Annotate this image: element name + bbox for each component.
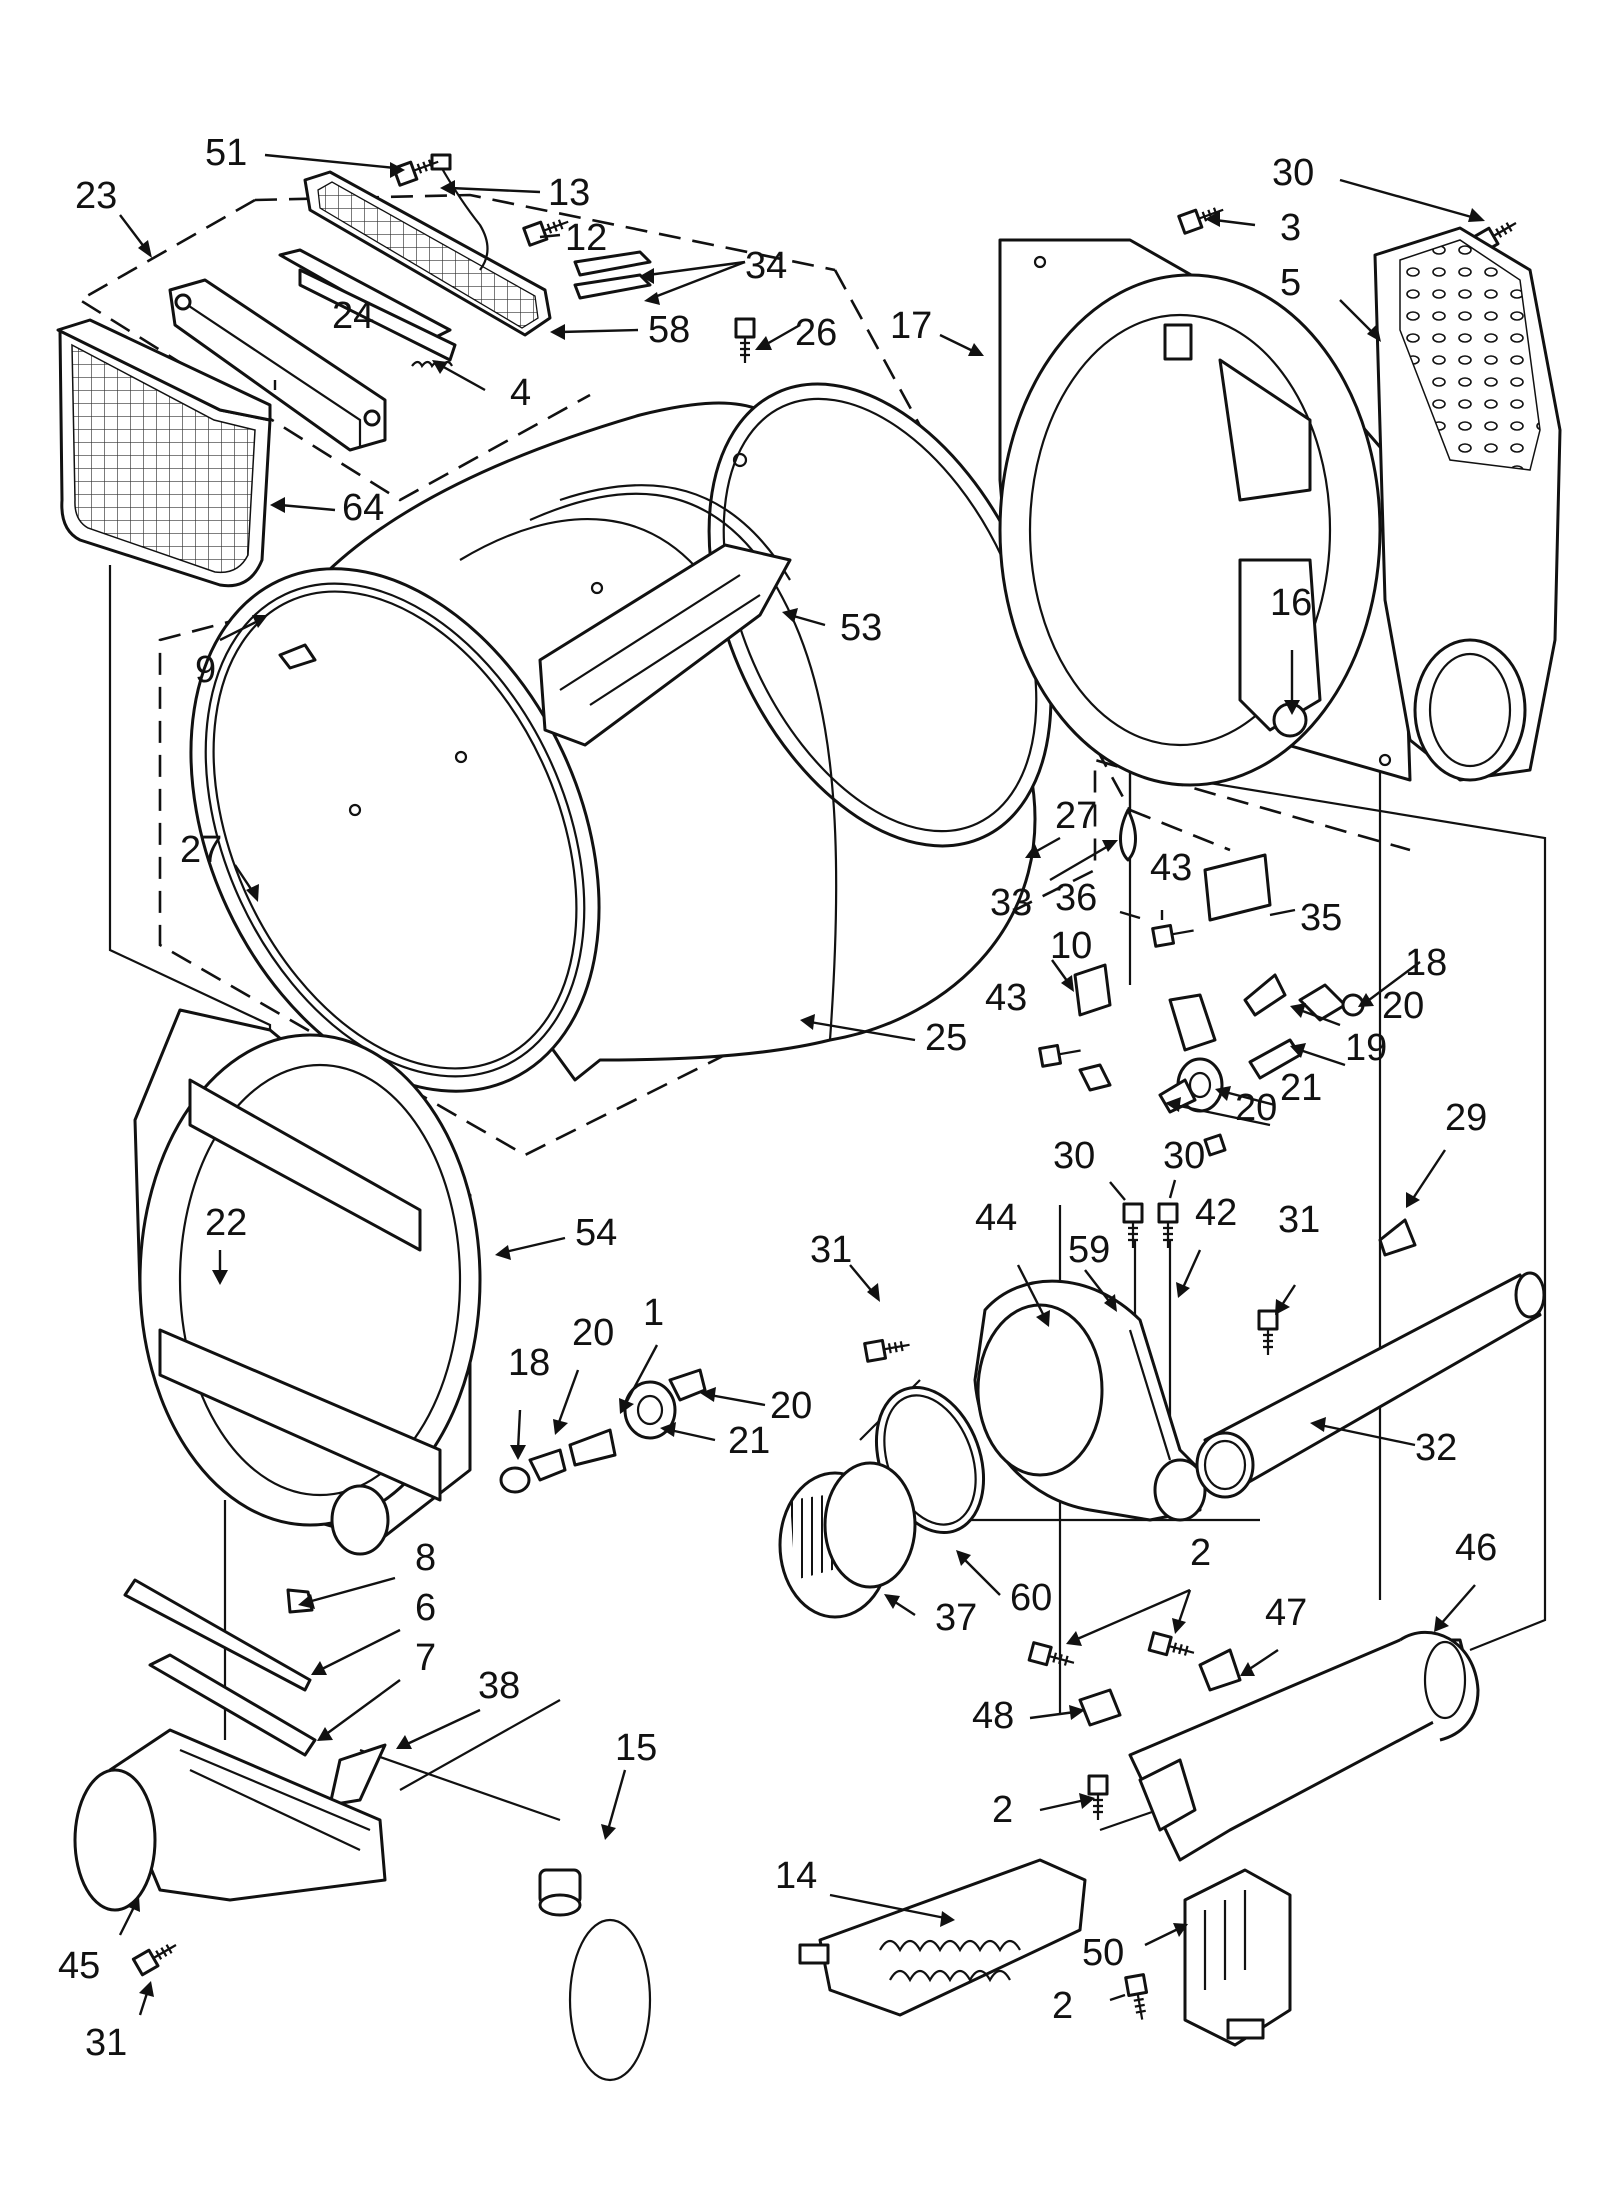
callout-20-front-right: 20 bbox=[770, 1385, 812, 1427]
callout-2-top: 2 bbox=[1190, 1532, 1211, 1574]
callout-30-top: 30 bbox=[1272, 152, 1314, 194]
callout-42: 42 bbox=[1195, 1192, 1237, 1234]
callout-16: 16 bbox=[1270, 582, 1312, 624]
callout-48: 48 bbox=[972, 1695, 1014, 1737]
callout-46: 46 bbox=[1455, 1527, 1497, 1569]
callout-60: 60 bbox=[1010, 1577, 1052, 1619]
heater-element bbox=[798, 1858, 1087, 2017]
callout-36: 36 bbox=[1055, 877, 1097, 919]
callout-29: 29 bbox=[1445, 1097, 1487, 1139]
callout-54: 54 bbox=[575, 1212, 617, 1254]
callout-27-right: 27 bbox=[1055, 795, 1097, 837]
lamp-and-wire bbox=[538, 808, 1137, 2082]
callout-20-right-bottom: 20 bbox=[1235, 1087, 1277, 1129]
callout-23: 23 bbox=[75, 175, 117, 217]
callout-17: 17 bbox=[890, 305, 932, 347]
callout-9: 9 bbox=[195, 649, 216, 691]
callout-38: 38 bbox=[478, 1665, 520, 1707]
callout-31-right: 31 bbox=[1278, 1199, 1320, 1241]
rear-roller-parts bbox=[1158, 853, 1365, 1114]
callout-26: 26 bbox=[795, 312, 837, 354]
callout-31-bottom: 31 bbox=[85, 2022, 127, 2064]
callout-20-front-top: 20 bbox=[572, 1312, 614, 1354]
callout-53: 53 bbox=[840, 607, 882, 649]
callout-64: 64 bbox=[342, 487, 384, 529]
callout-21-front: 21 bbox=[728, 1420, 770, 1462]
front-bulkhead bbox=[133, 1008, 482, 1556]
callout-47: 47 bbox=[1265, 1592, 1307, 1634]
callout-20-right-top: 20 bbox=[1382, 985, 1424, 1027]
callout-22: 22 bbox=[205, 1202, 247, 1244]
callout-25: 25 bbox=[925, 1017, 967, 1059]
callout-33: 33 bbox=[990, 882, 1032, 924]
lint-screen bbox=[56, 318, 272, 588]
lint-cover-strip bbox=[278, 248, 457, 362]
callout-18-front: 18 bbox=[508, 1342, 550, 1384]
callout-7: 7 bbox=[415, 1637, 436, 1679]
callout-34: 34 bbox=[745, 245, 787, 287]
callout-43-top: 43 bbox=[1150, 847, 1192, 889]
callout-30-middle-right: 30 bbox=[1163, 1135, 1205, 1177]
sensor-parts bbox=[278, 643, 1417, 1727]
callout-43-bottom: 43 bbox=[985, 977, 1027, 1019]
heater-duct bbox=[1128, 1630, 1480, 1862]
callout-24: 24 bbox=[332, 295, 374, 337]
callout-51: 51 bbox=[205, 132, 247, 174]
exhaust-duct-cover bbox=[1373, 226, 1562, 782]
drum bbox=[189, 382, 1053, 1093]
callout-44: 44 bbox=[975, 1197, 1017, 1239]
callout-50: 50 bbox=[1082, 1932, 1124, 1974]
callout-8: 8 bbox=[415, 1537, 436, 1579]
lint-duct-channel bbox=[168, 278, 387, 452]
callout-35: 35 bbox=[1300, 897, 1342, 939]
callout-13: 13 bbox=[548, 172, 590, 214]
callout-21-right: 21 bbox=[1280, 1067, 1322, 1109]
callout-3: 3 bbox=[1280, 207, 1301, 249]
lint-filter-grille bbox=[303, 170, 552, 337]
callout-4: 4 bbox=[510, 372, 531, 414]
front-trim-parts bbox=[123, 1578, 387, 1807]
callout-30-middle-left: 30 bbox=[1053, 1135, 1095, 1177]
callout-58: 58 bbox=[648, 309, 690, 351]
front-roller-parts bbox=[499, 1368, 707, 1494]
callout-19: 19 bbox=[1345, 1027, 1387, 1069]
blower-housing bbox=[973, 1279, 1207, 1522]
callout-6: 6 bbox=[415, 1587, 436, 1629]
leader-lines bbox=[118, 153, 1485, 2016]
callout-18-right: 18 bbox=[1405, 942, 1447, 984]
callout-12: 12 bbox=[565, 217, 607, 259]
callout-10: 10 bbox=[1050, 925, 1092, 967]
callout-31-left: 31 bbox=[810, 1229, 852, 1271]
seal-strips bbox=[573, 250, 652, 300]
heater-bracket bbox=[1183, 1868, 1292, 2047]
callout-5: 5 bbox=[1280, 262, 1301, 304]
rear-bulkhead bbox=[998, 238, 1412, 787]
callout-numbers: 51 13 12 23 34 58 26 24 4 64 53 9 27 27 … bbox=[58, 132, 1497, 2064]
callout-27-left: 27 bbox=[180, 829, 222, 871]
callout-59: 59 bbox=[1068, 1229, 1110, 1271]
exhaust-tube bbox=[1195, 1271, 1546, 1499]
callout-14: 14 bbox=[775, 1855, 817, 1897]
callout-37: 37 bbox=[935, 1597, 977, 1639]
blower-wheel bbox=[778, 1461, 917, 1619]
callout-32: 32 bbox=[1415, 1427, 1457, 1469]
callout-2-middle: 2 bbox=[992, 1789, 1013, 1831]
front-panel-bracket bbox=[73, 1728, 387, 1912]
callout-45: 45 bbox=[58, 1945, 100, 1987]
callout-1: 1 bbox=[643, 1292, 664, 1334]
callout-15: 15 bbox=[615, 1727, 657, 1769]
callout-2-bottom: 2 bbox=[1052, 1985, 1073, 2027]
